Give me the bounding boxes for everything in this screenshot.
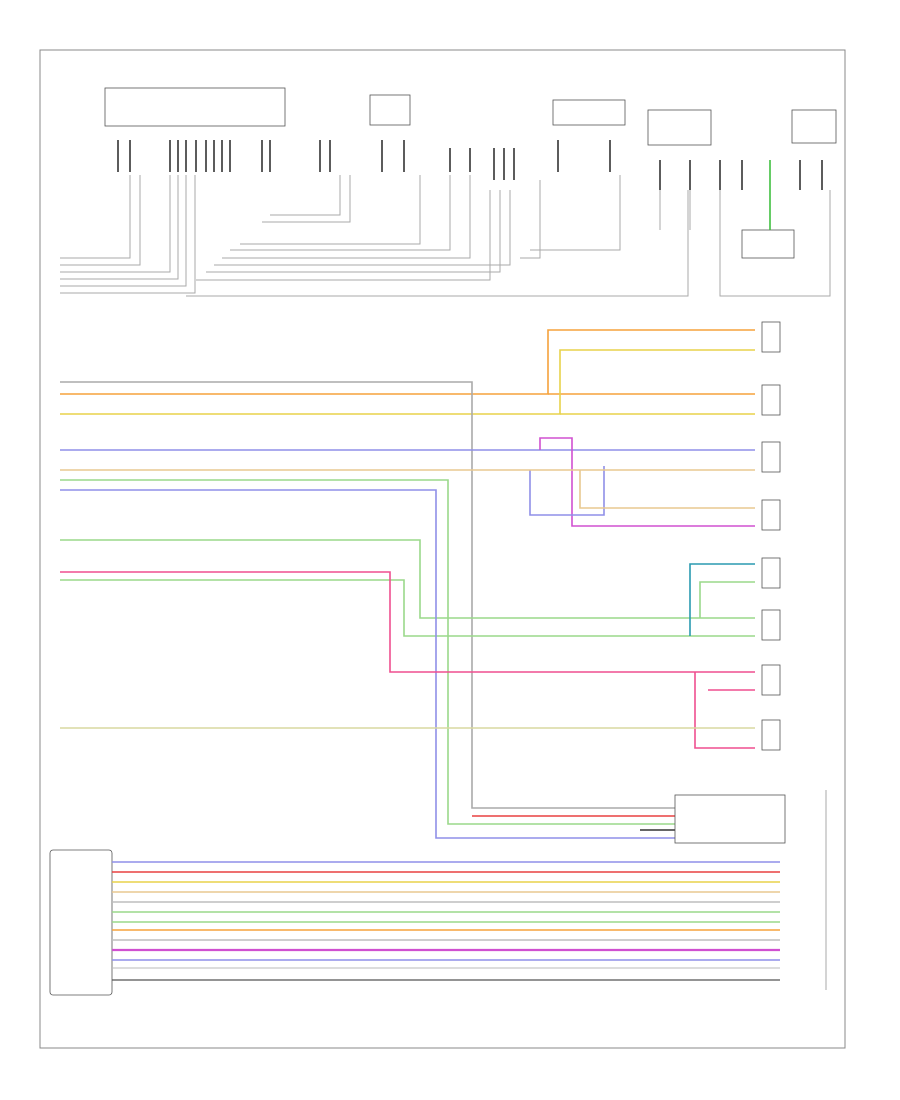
violet-wire-loop (539, 437, 755, 527)
motor-connector-group (761, 321, 781, 751)
green-wire-3 (60, 579, 755, 637)
module-box-6 (741, 229, 795, 259)
module-box-5 (791, 109, 837, 144)
teal-wire-2 (699, 581, 755, 618)
yellow-wire (60, 349, 755, 415)
motor-connector-icon (761, 321, 781, 353)
tan-wire-branch (579, 470, 755, 509)
pink-wire-branch (694, 672, 755, 749)
motor-connector-icon (761, 499, 781, 531)
motor-connector-icon (761, 441, 781, 473)
gray-wire (60, 381, 780, 809)
module-box-4 (647, 109, 712, 146)
bottom-harness-wires (112, 861, 780, 961)
motor-connector-icon (761, 384, 781, 416)
diagram-frame (39, 49, 846, 1049)
module-box-1 (104, 87, 286, 127)
top-connector-pins (117, 140, 823, 190)
bottom-left-component (49, 849, 113, 996)
motor-connector-icon (761, 664, 781, 696)
motor-connector-icon (761, 609, 781, 641)
pink-wire (60, 571, 755, 673)
teal-wire (689, 563, 755, 636)
motor-connector-icon (761, 557, 781, 589)
motor-connector-icon (761, 719, 781, 751)
orange-wire (60, 329, 755, 395)
violet-wire-loop-2 (529, 466, 605, 516)
bottom-connector-box (674, 794, 786, 844)
module-box-3 (552, 99, 626, 126)
module-box-2 (369, 94, 411, 126)
green-wire-2 (60, 539, 755, 619)
violet-wire-long (60, 489, 780, 839)
green-wire-1 (60, 479, 780, 825)
top-bus-wires (60, 175, 831, 297)
